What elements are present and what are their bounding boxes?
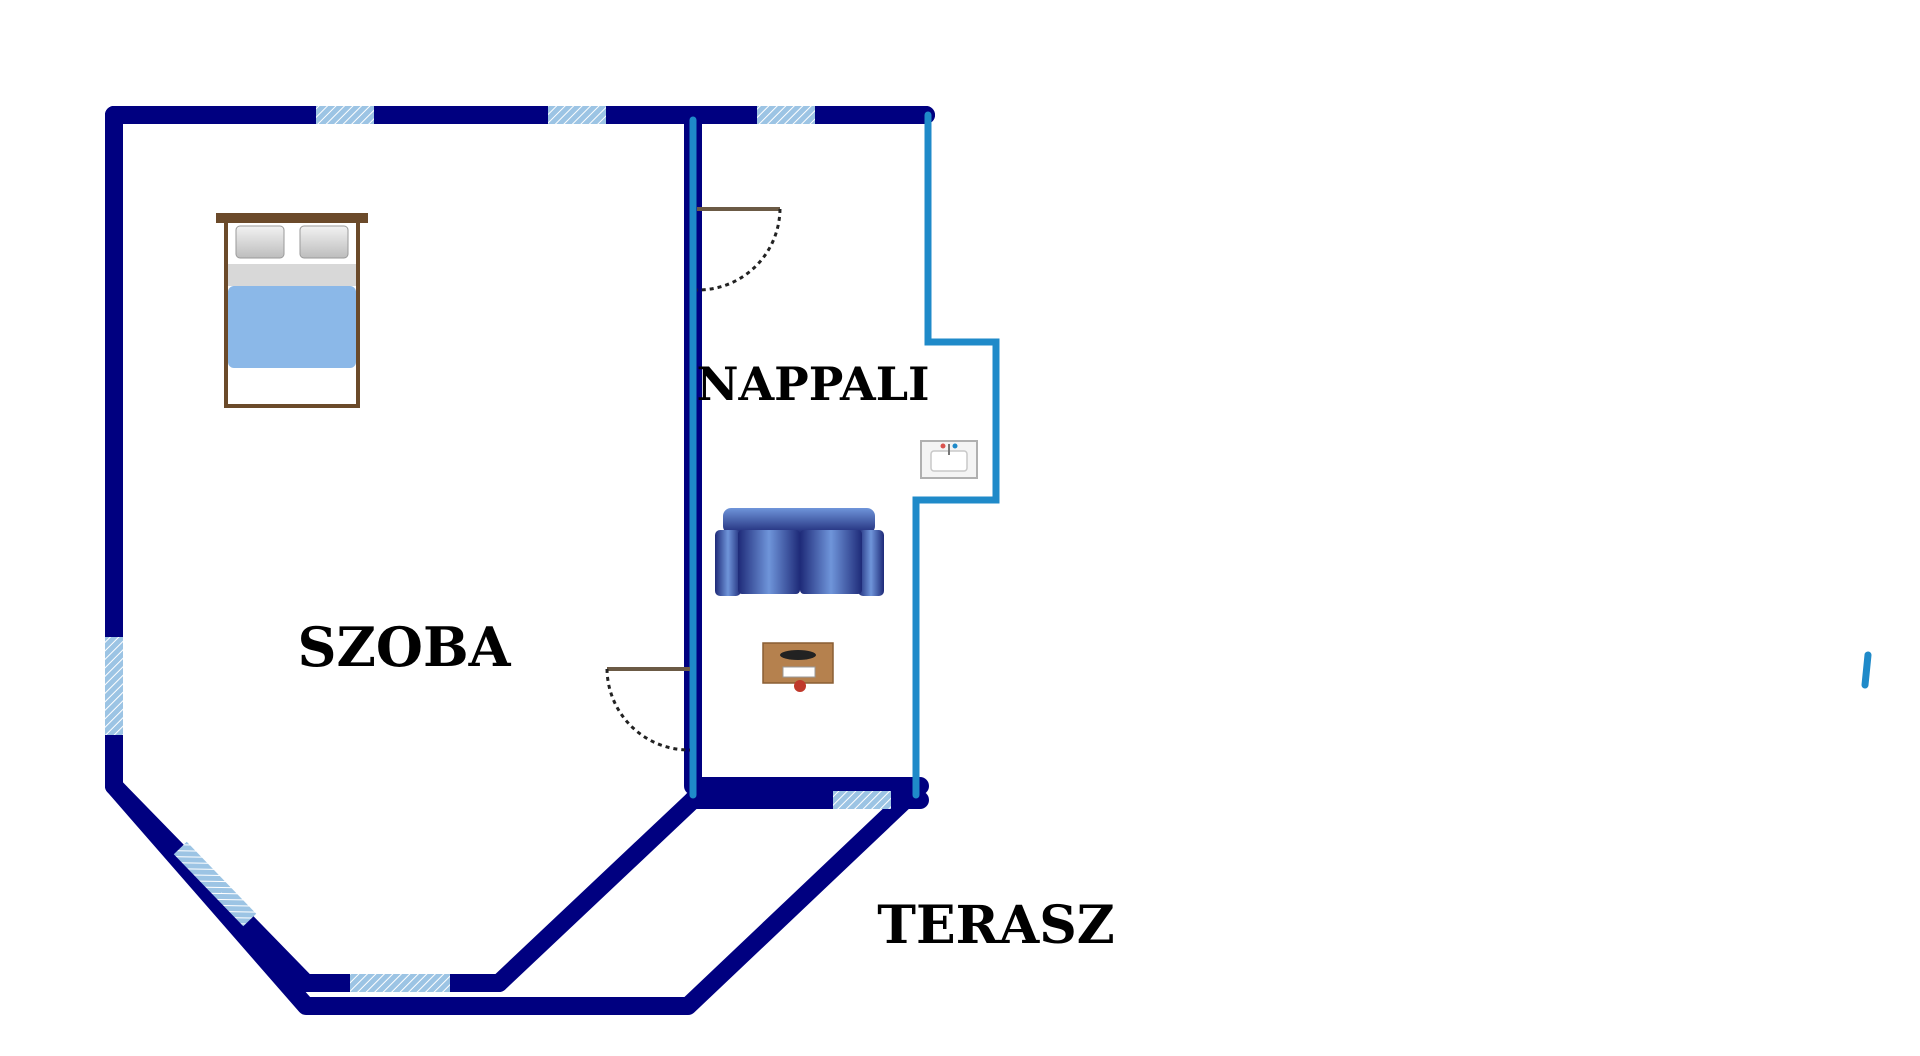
stray-wall-fragment [1861, 651, 1872, 689]
desk-keyboard [782, 666, 816, 678]
door-swing-arc [696, 208, 782, 292]
sink-tap-hot [940, 443, 946, 449]
desk-icon [762, 642, 834, 692]
sink-tap-cold [952, 443, 958, 449]
bed-headboard [216, 213, 368, 223]
sofa-arm-right [858, 530, 884, 596]
bed-sheet-fold [228, 264, 356, 286]
room-label-szoba: SZOBA [298, 615, 512, 679]
window-top-1 [316, 106, 374, 124]
sofa-icon [715, 508, 884, 596]
sofa-cushion-left [738, 530, 800, 594]
inner-wall-nappali-right [912, 111, 1000, 799]
bed-blanket [228, 286, 356, 368]
room-label-terasz: TERASZ [877, 895, 1114, 956]
room-label-nappali: NAPPALI [696, 357, 929, 411]
desk-chair [794, 680, 806, 692]
bed-pillow-left [235, 225, 285, 259]
window-top-3 [757, 106, 815, 124]
sofa-cushion-right [800, 530, 862, 594]
window-nappali-bottom [833, 791, 891, 809]
bed-icon [216, 213, 368, 408]
szoba-bottom-right-diagonal [490, 791, 702, 992]
window-left [105, 637, 123, 735]
window-top-2 [548, 106, 606, 124]
door-nappali-top [696, 207, 782, 292]
window-bottom [350, 974, 450, 992]
windows [105, 106, 891, 992]
window-diagonal [173, 841, 257, 927]
desk-monitor [780, 650, 816, 660]
sofa-back [723, 508, 875, 534]
bed-pillow-right [299, 225, 349, 259]
inner-walls [689, 111, 1872, 799]
door-swing-arc [605, 668, 691, 752]
sink-icon [920, 440, 978, 479]
door-szoba-nappali [605, 667, 691, 752]
sofa-arm-left [715, 530, 741, 596]
